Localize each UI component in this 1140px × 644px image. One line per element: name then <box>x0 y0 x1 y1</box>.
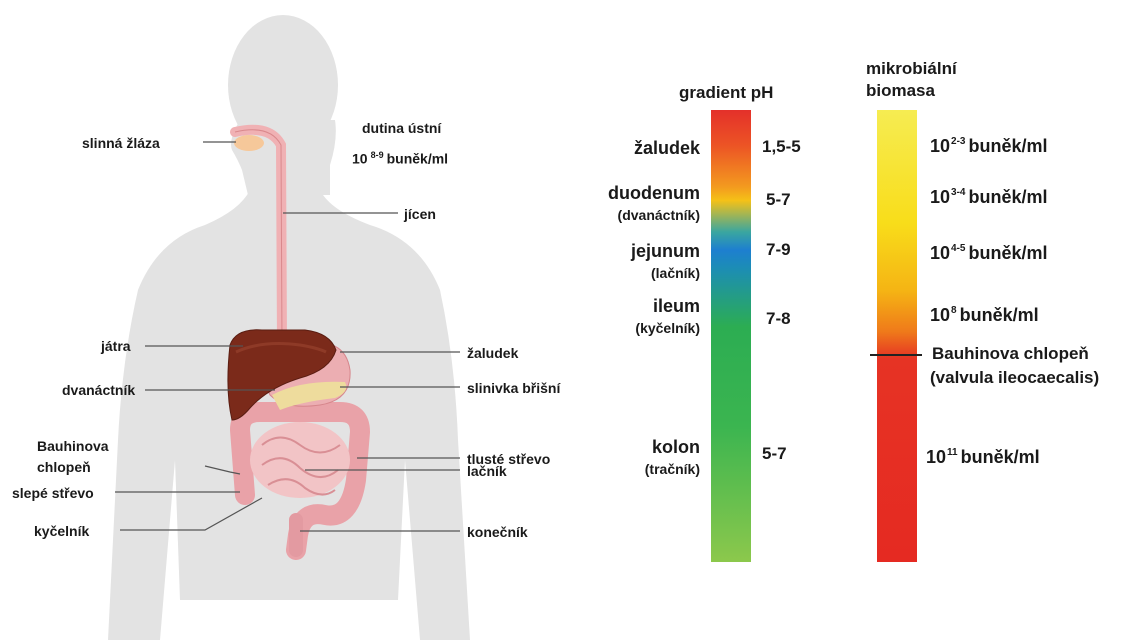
ph-value-duodenum: 5-7 <box>766 190 791 210</box>
label-pancreas: slinivka břišní <box>467 379 560 397</box>
ph-segment-name: duodenum <box>608 182 700 204</box>
biomass-exp: 2-3 <box>951 136 965 147</box>
ph-segment-colon: kolon (tračník) <box>645 436 700 478</box>
biomass-exp: 11 <box>947 447 958 458</box>
oral-count-base: 10 <box>352 151 368 167</box>
label-ileum: kyčelník <box>34 522 89 540</box>
biomass-bar <box>877 110 917 562</box>
label-bauhin-valve-2: chlopeň <box>37 458 91 476</box>
biomass-exp: 3-4 <box>951 187 965 198</box>
label-stomach: žaludek <box>467 344 518 362</box>
ph-value-jejunum: 7-9 <box>766 240 791 260</box>
ph-gradient-title: gradient pH <box>679 82 773 103</box>
ph-segment-name: kolon <box>645 436 700 458</box>
ph-segment-stomach: žaludek <box>634 137 700 159</box>
biomass-exp: 4-5 <box>951 243 965 254</box>
ph-segment-jejunum: jejunum (lačník) <box>631 240 700 282</box>
label-liver: játra <box>101 337 131 355</box>
label-rectum: konečník <box>467 523 528 541</box>
oral-count-exp: 8-9 <box>371 150 384 160</box>
label-esophagus: jícen <box>404 205 436 223</box>
ph-value-ileum: 7-8 <box>766 309 791 329</box>
biomass-base: 10 <box>930 305 950 325</box>
ph-segment-name: žaludek <box>634 137 700 159</box>
ph-segment-duodenum: duodenum (dvanáctník) <box>608 182 700 224</box>
biomass-base: 10 <box>930 187 950 207</box>
ph-segment-name: ileum <box>635 295 700 317</box>
label-salivary-gland: slinná žláza <box>82 134 160 152</box>
valve-marker-line <box>870 354 922 356</box>
biomass-unit: buněk/ml <box>968 136 1047 156</box>
biomass-unit: buněk/ml <box>960 305 1039 325</box>
biomass-base: 10 <box>926 447 946 467</box>
biomass-base: 10 <box>930 243 950 263</box>
label-duodenum: dvanáctník <box>62 381 135 399</box>
valve-label-1: Bauhinova chlopeň <box>932 344 1089 364</box>
label-jejunum: lačník <box>467 462 507 480</box>
ph-gradient-bar <box>711 110 751 562</box>
anatomy-illustration <box>0 0 620 644</box>
biomass-unit: buněk/ml <box>961 447 1040 467</box>
biomass-unit: buněk/ml <box>968 187 1047 207</box>
ph-segment-name: jejunum <box>631 240 700 262</box>
ph-segment-ileum: ileum (kyčelník) <box>635 295 700 337</box>
valve-label-2: (valvula ileocaecalis) <box>930 368 1099 388</box>
ph-segment-sub: (tračník) <box>645 460 700 478</box>
ph-value-colon: 5-7 <box>762 444 787 464</box>
label-oral-cavity: dutina ústní <box>362 119 441 137</box>
biomass-unit: buněk/ml <box>968 243 1047 263</box>
biomass-title-line1: mikrobiální <box>866 58 957 79</box>
ph-segment-sub: (kyčelník) <box>635 319 700 337</box>
small-intestine <box>250 422 350 498</box>
ph-value-stomach: 1,5-5 <box>762 137 801 157</box>
ph-segment-sub: (lačník) <box>631 264 700 282</box>
oral-count-unit: buněk/ml <box>387 151 448 167</box>
salivary-gland <box>234 135 264 151</box>
biomass-exp: 8 <box>951 305 957 316</box>
label-bauhin-valve-1: Bauhinova <box>37 437 109 455</box>
biomass-title-line2: biomasa <box>866 80 935 101</box>
biomass-base: 10 <box>930 136 950 156</box>
label-cecum: slepé střevo <box>12 484 94 502</box>
ph-segment-sub: (dvanáctník) <box>608 206 700 224</box>
